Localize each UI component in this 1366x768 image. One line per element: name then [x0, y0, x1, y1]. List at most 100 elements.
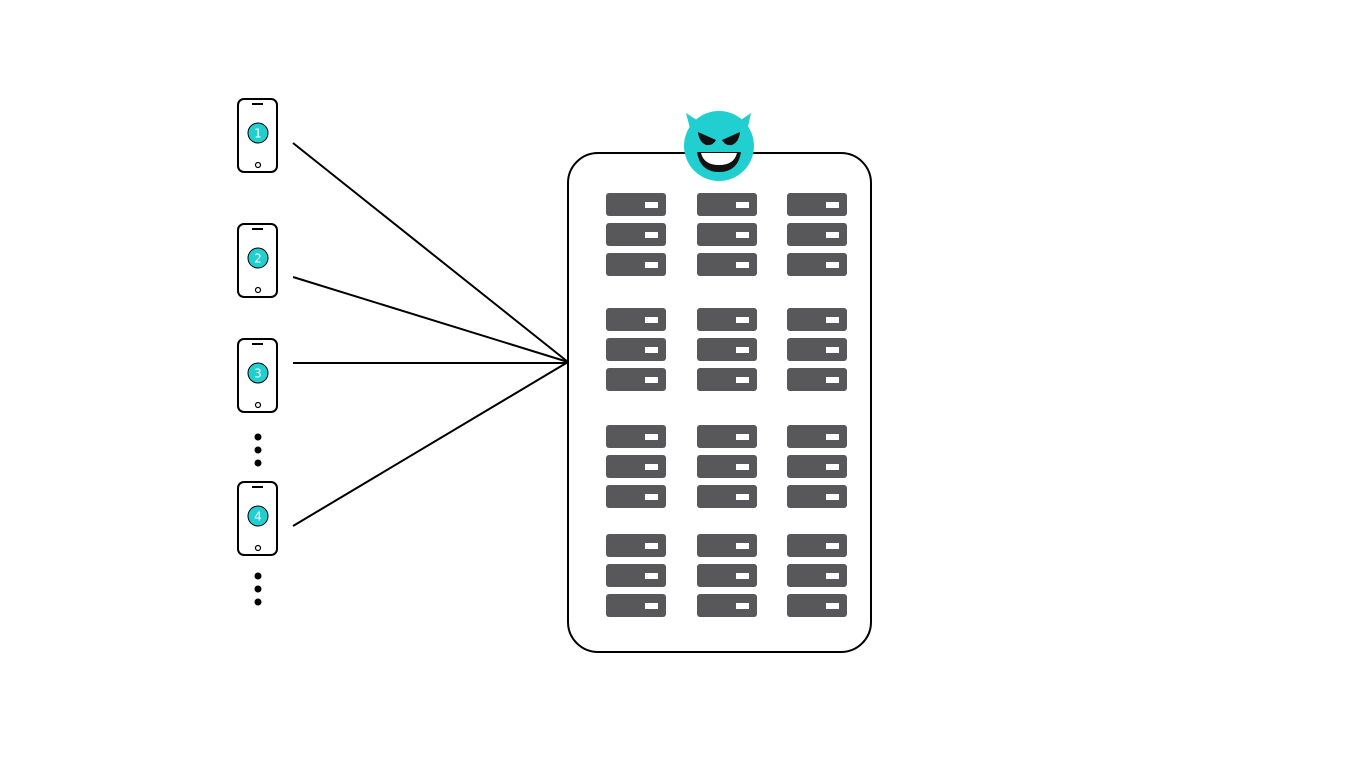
devil-eye-right [722, 132, 740, 146]
server-unit-indicator [736, 202, 749, 208]
server-unit-indicator [736, 603, 749, 609]
server-unit-indicator [826, 603, 839, 609]
server-unit [606, 485, 666, 508]
server-unit-indicator [645, 377, 658, 383]
server-unit-indicator [826, 377, 839, 383]
server-unit-indicator [826, 232, 839, 238]
server-unit-body [606, 564, 666, 587]
server-unit [787, 594, 847, 617]
server-unit-body [606, 534, 666, 557]
server-unit-indicator [645, 202, 658, 208]
server-unit-indicator [736, 434, 749, 440]
server-unit [697, 193, 757, 216]
server-unit [787, 425, 847, 448]
server-unit-body [697, 485, 757, 508]
server-unit-body [787, 223, 847, 246]
server-unit [606, 308, 666, 331]
server-unit-indicator [826, 494, 839, 500]
server-unit [606, 455, 666, 478]
server-unit-indicator [736, 494, 749, 500]
server-unit-indicator [736, 543, 749, 549]
server-unit [787, 455, 847, 478]
server-unit-body [606, 485, 666, 508]
phone-home-button [254, 401, 262, 409]
server-unit-body [787, 594, 847, 617]
server-unit [606, 368, 666, 391]
server-unit-indicator [826, 573, 839, 579]
phone-badge [247, 122, 269, 144]
server-unit [606, 338, 666, 361]
server-unit-body [787, 425, 847, 448]
phone-device-3: 3 [237, 338, 278, 413]
server-unit-indicator [736, 232, 749, 238]
server-unit-indicator [645, 317, 658, 323]
server-unit-body [787, 308, 847, 331]
device-list: 1 2 3 4 [237, 98, 278, 606]
server-unit [606, 425, 666, 448]
server-unit-indicator [826, 317, 839, 323]
ellipsis-dots-1 [254, 433, 262, 467]
server-unit [606, 253, 666, 276]
connection-line-2 [292, 276, 569, 363]
server-unit [606, 564, 666, 587]
server-unit-indicator [736, 573, 749, 579]
server-unit [697, 338, 757, 361]
server-unit [787, 564, 847, 587]
server-unit-body [697, 564, 757, 587]
server-unit-body [787, 253, 847, 276]
server-unit [697, 564, 757, 587]
server-unit [787, 338, 847, 361]
server-unit [787, 308, 847, 331]
ellipsis-dots-2 [254, 572, 262, 606]
phone-label-4: 4 [254, 510, 262, 524]
phone-badge [247, 247, 269, 269]
phone-home-button [254, 544, 262, 552]
devil-eye-left [698, 132, 716, 146]
server-unit-indicator [645, 347, 658, 353]
phone-label-1: 1 [254, 127, 262, 141]
server-racks [606, 193, 847, 617]
server-unit-body [787, 368, 847, 391]
server-unit-body [697, 193, 757, 216]
server-unit [606, 594, 666, 617]
connection-lines [292, 142, 569, 527]
server-unit-body [697, 223, 757, 246]
phone-label-3: 3 [254, 367, 262, 381]
server-unit-body [697, 308, 757, 331]
server-unit-body [787, 564, 847, 587]
server-unit [697, 534, 757, 557]
server-unit-body [606, 253, 666, 276]
phone-device-2: 2 [237, 223, 278, 298]
server-unit [697, 368, 757, 391]
server-unit-indicator [645, 543, 658, 549]
server-unit [697, 425, 757, 448]
server-unit-body [787, 455, 847, 478]
server-unit [787, 534, 847, 557]
server-unit-body [697, 534, 757, 557]
server-unit-indicator [736, 317, 749, 323]
server-unit-indicator [736, 347, 749, 353]
server-unit-indicator [645, 573, 658, 579]
server-unit-indicator [645, 603, 658, 609]
server-unit [697, 253, 757, 276]
server-unit-body [606, 223, 666, 246]
server-unit [697, 308, 757, 331]
server-unit-body [787, 193, 847, 216]
server-unit [697, 455, 757, 478]
server-unit [787, 223, 847, 246]
phone-badge [247, 505, 269, 527]
server-unit-indicator [736, 262, 749, 268]
server-unit [697, 485, 757, 508]
server-unit-indicator [826, 543, 839, 549]
server-unit-body [787, 338, 847, 361]
server-unit-indicator [736, 377, 749, 383]
phone-home-button [254, 161, 262, 169]
phone-device-1: 1 [237, 98, 278, 173]
server-unit-body [606, 368, 666, 391]
server-unit-body [606, 594, 666, 617]
server-unit-body [606, 193, 666, 216]
server-unit-body [606, 338, 666, 361]
server-unit [697, 223, 757, 246]
server-unit-body [697, 253, 757, 276]
